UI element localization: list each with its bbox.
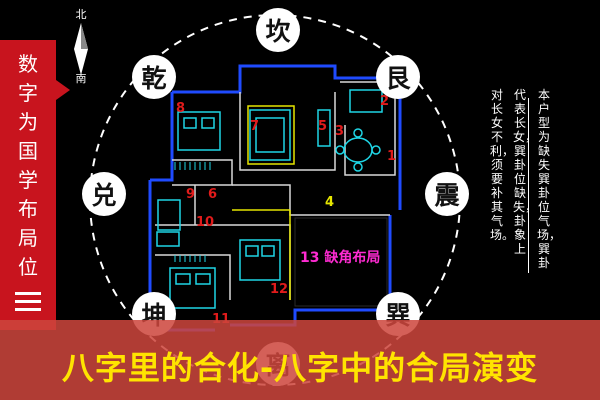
missing-corner-label: 13 缺角布局 <box>300 249 380 266</box>
caption-title: 八字里的合化-八字中的合局演变 <box>61 349 539 387</box>
trigram-zhen: 震 <box>425 172 469 216</box>
room-number-7: 7 <box>250 119 259 134</box>
note-divider <box>528 98 529 273</box>
side-banner-text: 数 字 为 国 学 布 局 位 <box>0 50 56 282</box>
note-column-1: 本户型为缺失巽卦位气场，巽卦 <box>537 88 562 270</box>
compass: 北 南 <box>64 4 98 86</box>
room-number-3: 3 <box>335 124 344 139</box>
room-number-12: 12 <box>270 282 288 297</box>
room-number-2: 2 <box>380 94 389 109</box>
menu-icon <box>15 292 41 312</box>
trigram-gen: 艮 <box>376 55 420 99</box>
room-number-10: 10 <box>196 215 214 230</box>
trigram-kan: 坎 <box>256 8 300 52</box>
side-char: 局 <box>18 226 38 250</box>
caption-bar <box>0 320 600 400</box>
compass-needle-icon <box>74 23 88 75</box>
room-number-9: 9 <box>186 187 195 202</box>
room-number-1: 1 <box>387 149 396 164</box>
side-banner: 数 字 为 国 学 布 局 位 <box>0 40 70 330</box>
room-number-6: 6 <box>208 187 217 202</box>
note-column-2: 代表长女，巽卦位缺失，卦象上 <box>513 88 538 256</box>
side-char: 字 <box>18 81 38 105</box>
side-char: 学 <box>18 168 38 192</box>
south-label: 南 <box>75 72 87 85</box>
side-char: 国 <box>18 139 38 163</box>
side-char: 为 <box>18 110 38 134</box>
side-char: 位 <box>18 255 38 279</box>
side-char: 布 <box>18 197 38 221</box>
room-number-8: 8 <box>176 101 185 116</box>
note-column-3: 对长女不利，须要补其气场。 <box>490 88 515 242</box>
trigram-qian: 乾 <box>132 55 176 99</box>
north-label: 北 <box>75 8 87 21</box>
room-number-5: 5 <box>318 119 327 134</box>
room-number-4: 4 <box>325 195 334 210</box>
trigram-dui: 兑 <box>82 172 126 216</box>
side-char: 数 <box>18 52 38 76</box>
